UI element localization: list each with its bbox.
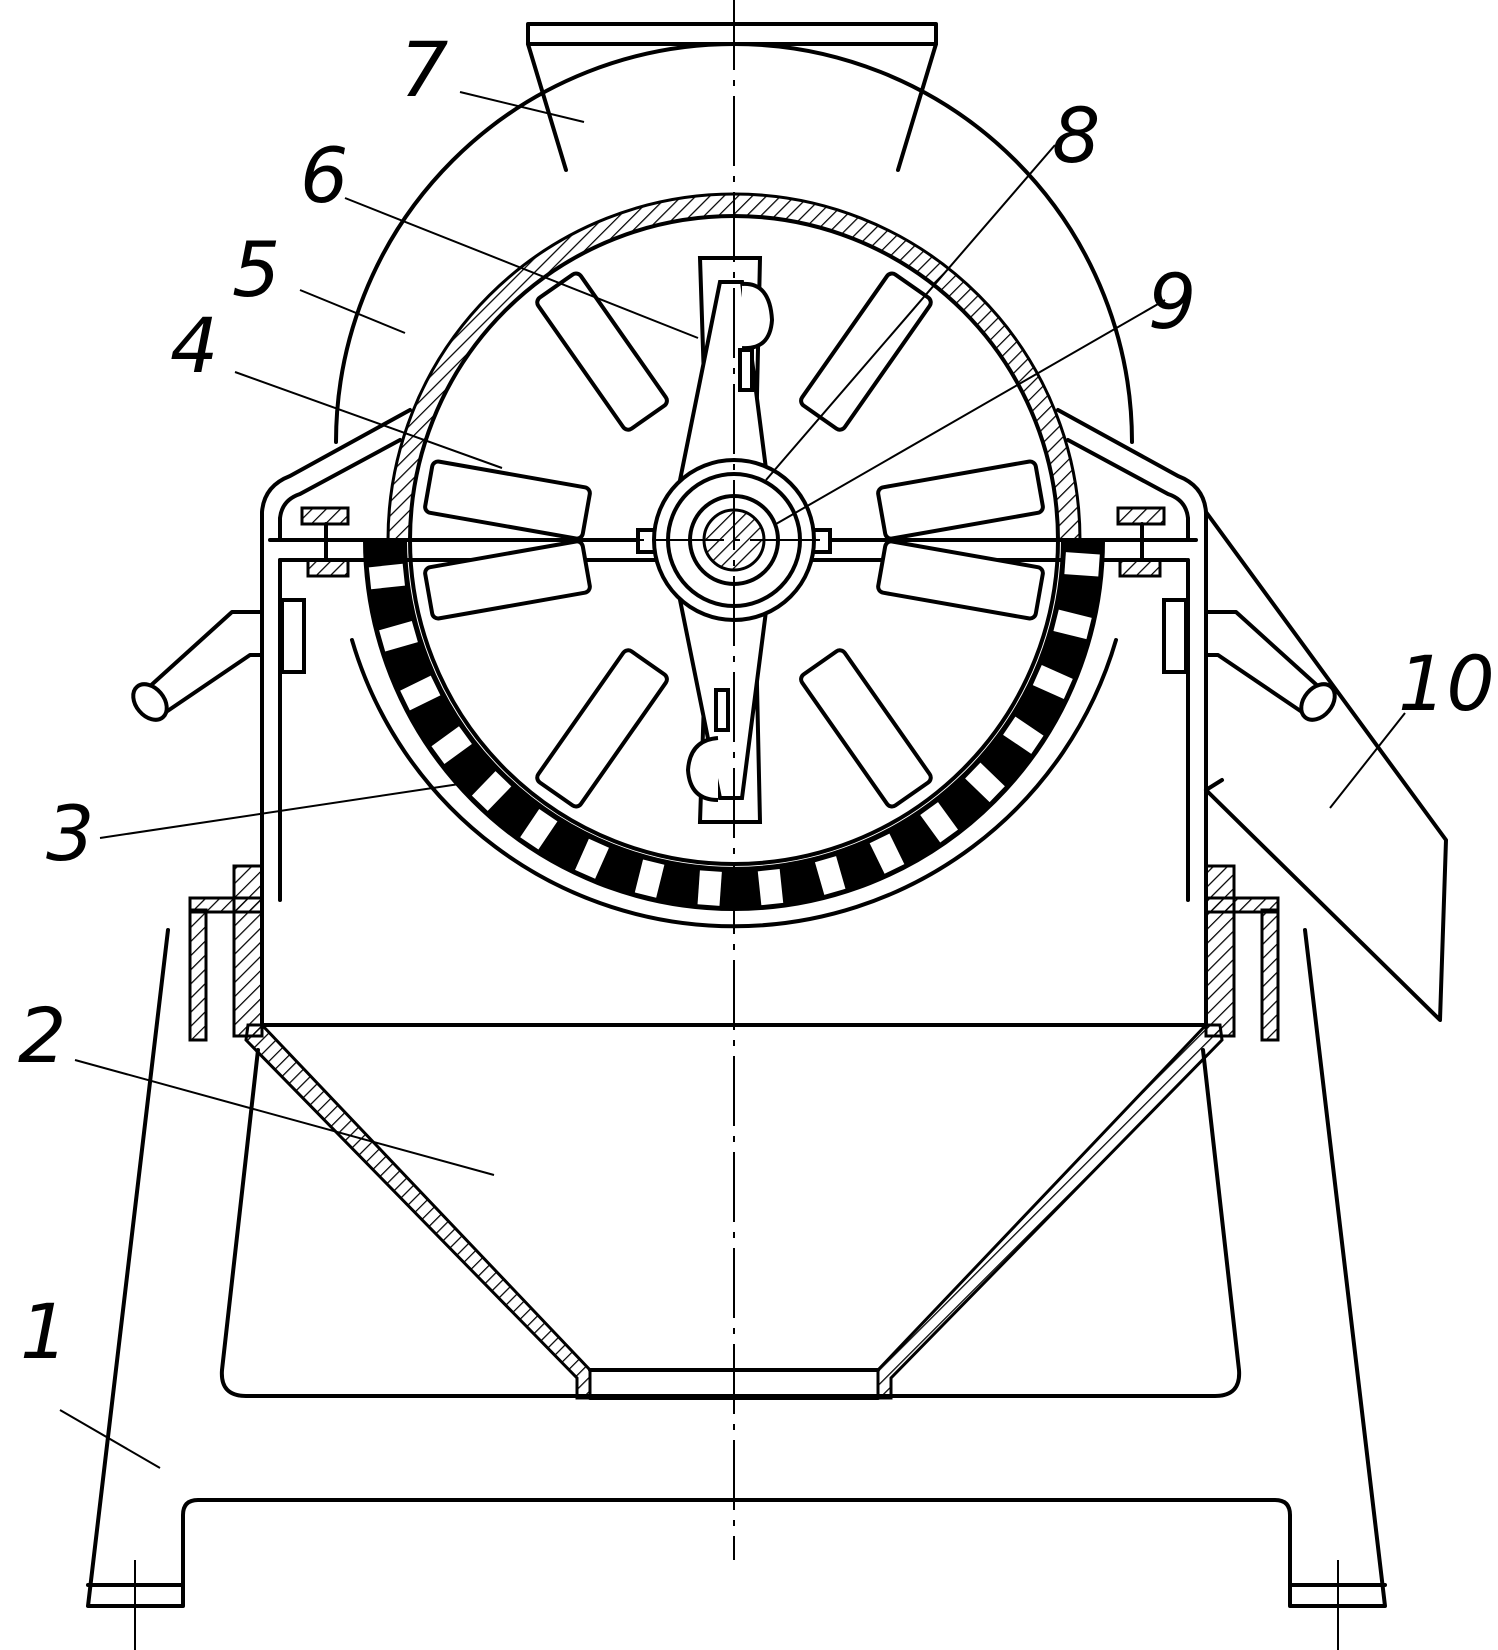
sieve-hole xyxy=(757,869,784,906)
discharge-chute xyxy=(1204,510,1448,1022)
callout-3: 3 xyxy=(46,789,94,878)
sieve-hole xyxy=(1053,609,1092,640)
sieve-hole xyxy=(814,856,846,895)
callout-9: 9 xyxy=(1148,257,1196,346)
rotor-blade xyxy=(423,539,592,621)
callout-1: 1 xyxy=(20,1287,68,1376)
sieve-hole xyxy=(520,809,558,850)
rotor-blade xyxy=(535,271,669,432)
sieve-hole xyxy=(400,675,441,711)
sieve-hole xyxy=(697,870,722,906)
sieve-hole xyxy=(1032,665,1073,699)
leader-lines xyxy=(59,91,1406,1469)
rotor-blade xyxy=(423,459,592,541)
sieve-hole xyxy=(1003,716,1044,754)
callout-labels: 1 2 3 4 5 6 7 8 9 10 xyxy=(18,25,1495,1376)
sieve-hole xyxy=(368,563,405,590)
sieve-hole xyxy=(1064,552,1100,577)
sieve-hole xyxy=(869,833,905,874)
rotor-blade xyxy=(876,539,1045,621)
discharge-cone xyxy=(244,1023,1224,1400)
callout-2: 2 xyxy=(18,991,66,1080)
hammer-top xyxy=(673,256,775,502)
sieve-hole xyxy=(575,838,609,879)
rotor-blade xyxy=(799,271,933,432)
feed-hopper xyxy=(526,22,938,172)
sieve-hole xyxy=(379,620,418,652)
handle-right xyxy=(1204,610,1337,722)
side-brackets xyxy=(188,506,1280,1042)
callout-5: 5 xyxy=(232,225,280,314)
handle-left xyxy=(131,610,264,722)
sieve-screen xyxy=(362,539,1106,911)
sieve-hole xyxy=(431,726,472,764)
callout-7: 7 xyxy=(400,25,448,114)
rotor-blade xyxy=(876,459,1045,541)
callout-8: 8 xyxy=(1052,91,1100,180)
sieve-hole xyxy=(634,859,665,898)
sieve-hole xyxy=(965,762,1005,803)
sieve-hole xyxy=(471,771,512,811)
callout-6: 6 xyxy=(300,131,348,220)
callout-10: 10 xyxy=(1398,639,1495,728)
rotor-blade xyxy=(799,648,933,809)
frame-stand xyxy=(86,928,1387,1608)
rotor-blades xyxy=(423,271,1045,809)
sieve-hole xyxy=(920,802,958,843)
rotor-blade xyxy=(535,648,669,809)
callout-4: 4 xyxy=(170,301,218,390)
